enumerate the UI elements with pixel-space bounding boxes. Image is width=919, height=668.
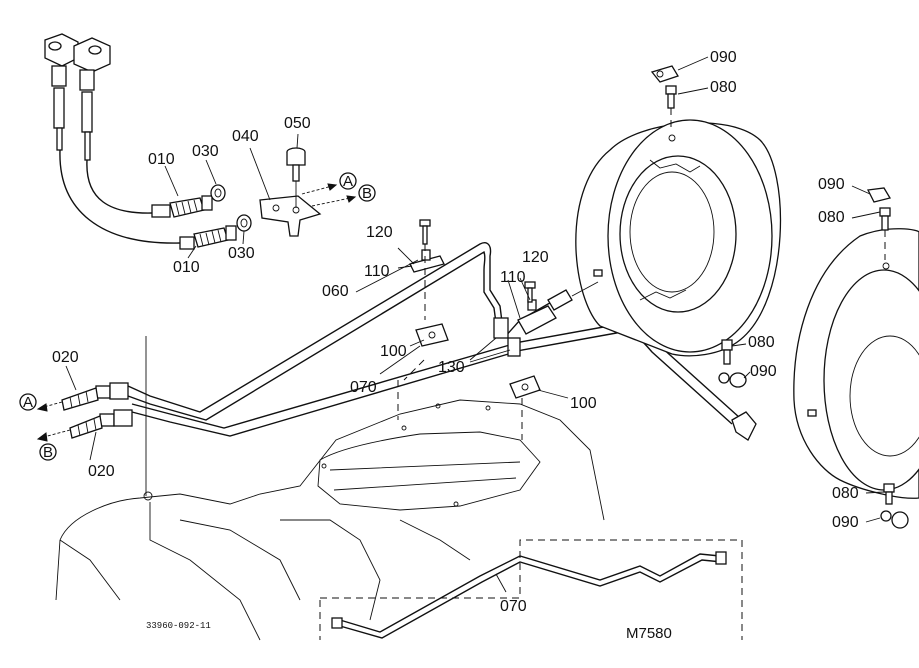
label-090-bottom: 090 [832,514,859,531]
wheel-lower [793,228,919,499]
label-100-left: 100 [380,343,407,360]
elbow-fitting [731,411,757,441]
label-110-left: 110 [364,263,390,280]
arrow-a-left: A [19,393,63,412]
grease-080-top [665,85,677,132]
bolt-050 [286,147,306,208]
hose-upper [86,159,153,214]
pipe-070-inner [131,331,733,437]
label-010-top: 010 [148,151,175,168]
drawing-number: 33960-092-11 [146,621,211,631]
fitting-010-top [151,195,213,218]
label-080-mid: 080 [748,334,775,351]
label-080-top: 080 [710,79,737,96]
label-010-bottom: 010 [173,259,200,276]
pipe-060-inner [127,250,499,421]
grease-080-right [879,207,891,260]
nut-030-bottom [236,214,252,232]
grease-090-mid [718,372,747,388]
grease-080-bottom [883,483,895,505]
label-050: 050 [284,115,311,132]
label-070-bottom: 070 [500,598,527,615]
arrow-b-left: B [36,429,71,461]
label-090-right: 090 [818,176,845,193]
label-030-bottom: 030 [228,245,255,262]
marker-a-top: A [343,173,353,190]
clamp-110-left [409,249,445,273]
label-090-mid: 090 [750,363,777,380]
wheel-upper [575,119,782,357]
nut-030-top [210,184,226,202]
valve-block [44,33,111,161]
label-060: 060 [322,283,349,300]
label-110-right: 110 [500,269,526,286]
arrow-a-top: A [301,172,357,195]
grease-090-right [867,187,892,203]
inset-detail [319,539,743,640]
clamp-110-right [517,299,557,335]
label-120-right: 120 [522,249,549,266]
marker-a-left: A [23,394,33,411]
label-020-bottom: 020 [88,463,115,480]
bolt-120-left [419,219,431,320]
marker-b-top: B [362,185,372,202]
label-090-top: 090 [710,49,737,66]
spacer-100-right [509,375,541,440]
label-070-mid: 070 [350,379,377,396]
bracket-040 [259,195,322,237]
tractor-body [55,399,605,641]
label-130: 130 [438,359,465,376]
label-080-right: 080 [818,209,845,226]
clamp-130 [493,317,521,357]
label-020-top: 020 [52,349,79,366]
hose-lower [59,149,181,244]
label-040: 040 [232,128,259,145]
fitting-020-bottom [69,409,133,439]
arrow-b-top: B [311,184,376,207]
model-code: M7580 [626,625,672,642]
grease-090-bottom [880,510,909,529]
fitting-020-top [61,382,129,411]
spacer-100-left [415,323,449,347]
grease-080-mid [721,339,733,365]
label-030-top: 030 [192,143,219,160]
fitting-010-bottom [179,225,237,250]
union-fitting [547,281,599,311]
label-100-right: 100 [570,395,597,412]
grease-090-top [650,65,679,83]
label-120-left: 120 [366,224,393,241]
marker-b-left: B [43,444,53,461]
pipe-060 [127,242,505,413]
label-080-bottom: 080 [832,485,859,502]
